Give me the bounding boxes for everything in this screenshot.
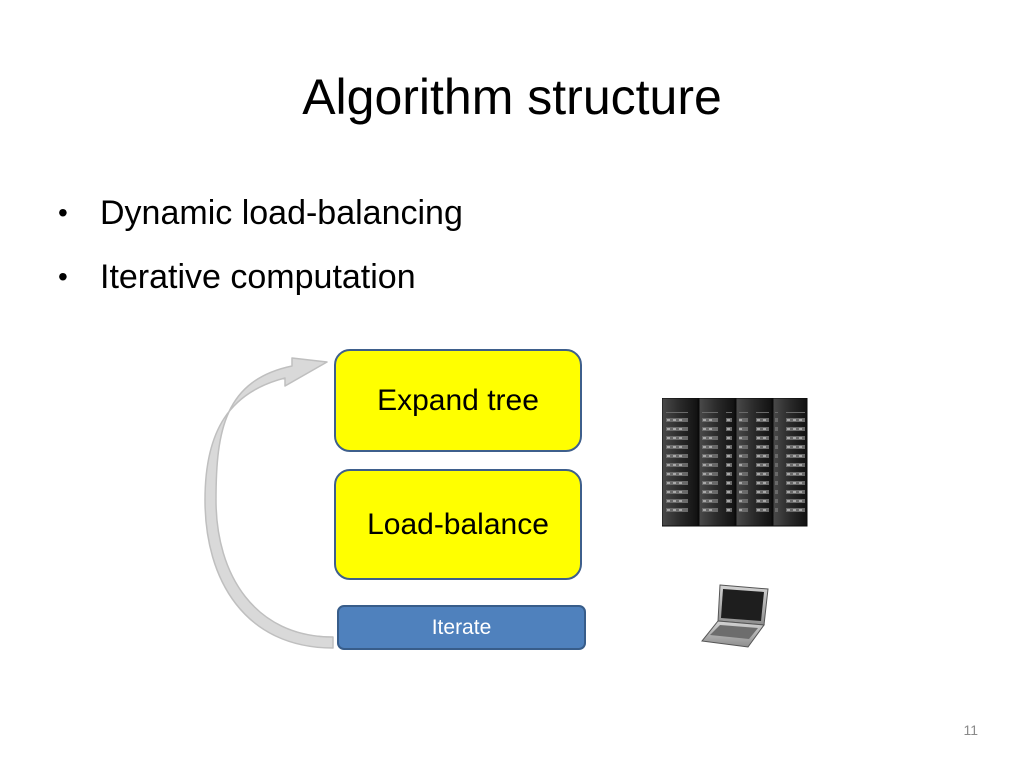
loop-arrow-body xyxy=(204,357,334,649)
bullet-item-iterative-computation: • Iterative computation xyxy=(58,254,463,300)
load-balance-step: Load-balance xyxy=(334,469,582,580)
bullet-item-load-balancing: • Dynamic load-balancing xyxy=(58,190,463,236)
iterate-step: Iterate xyxy=(337,605,586,650)
bullet-text: Iterative computation xyxy=(100,258,416,296)
laptop-icon xyxy=(701,584,769,648)
expand-tree-step: Expand tree xyxy=(334,349,582,452)
bullet-dot: • xyxy=(58,261,68,292)
server-rack-icon xyxy=(662,398,808,527)
rack-2 xyxy=(698,398,736,527)
page-number: 11 xyxy=(963,722,978,738)
slide-title: Algorithm structure xyxy=(302,69,722,125)
rack-4 xyxy=(772,398,808,527)
rack-1 xyxy=(662,398,699,527)
bullet-list: • Dynamic load-balancing • Iterative com… xyxy=(58,190,463,318)
bullet-dot: • xyxy=(58,197,68,228)
rack-3 xyxy=(735,398,773,527)
bullet-text: Dynamic load-balancing xyxy=(100,194,463,232)
